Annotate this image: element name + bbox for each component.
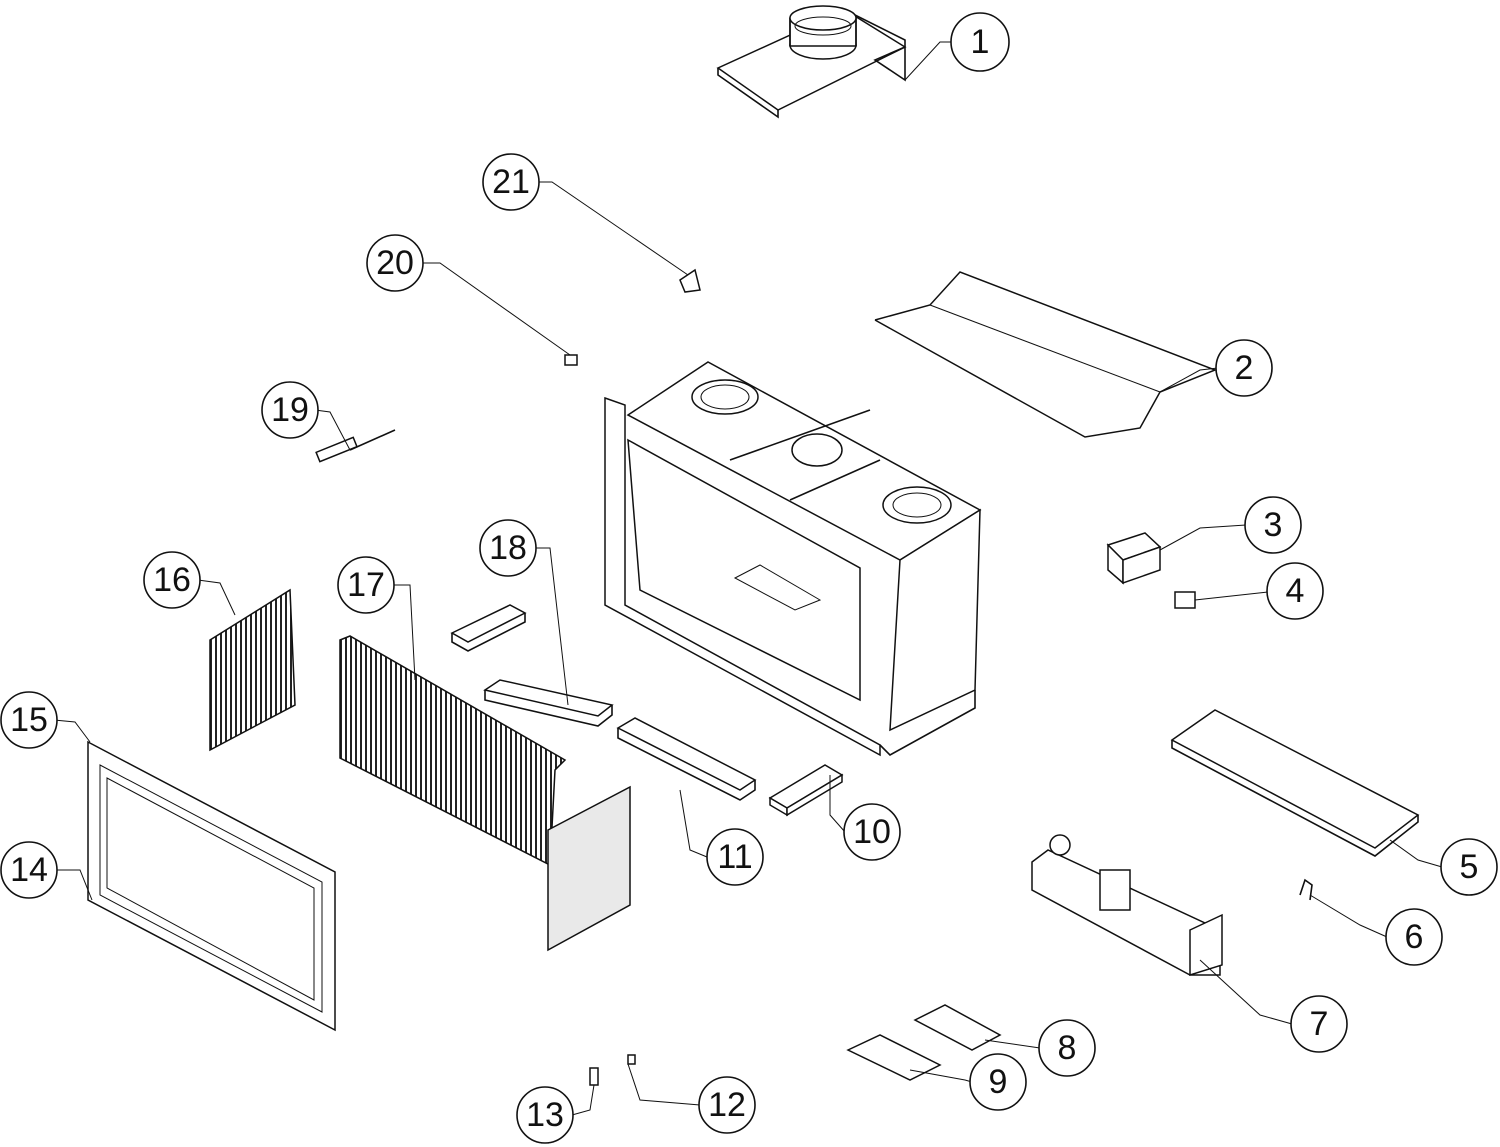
- part-flue-collar-plate: [716, 5, 907, 119]
- callout-1: 1: [950, 12, 1010, 72]
- part-firebox: [604, 361, 982, 757]
- svg-text:2: 2: [1235, 349, 1254, 387]
- part-18-log: [483, 679, 614, 727]
- part-10-log: [768, 764, 844, 817]
- part-16-side-panel: [209, 588, 296, 752]
- svg-text:18: 18: [489, 529, 527, 567]
- part-5-burner-tray: [1170, 709, 1420, 857]
- svg-text:16: 16: [153, 561, 191, 599]
- callout-13: 13: [516, 1086, 574, 1144]
- svg-text:4: 4: [1286, 572, 1305, 610]
- part-13-clip: [589, 1067, 599, 1086]
- part-11-log: [616, 717, 757, 801]
- callout-12: 12: [698, 1076, 756, 1134]
- part-small-log: [450, 604, 527, 652]
- svg-text:5: 5: [1460, 848, 1479, 886]
- svg-text:3: 3: [1264, 506, 1283, 544]
- callout-14: 14: [0, 841, 58, 899]
- part-20-sensor: [564, 354, 578, 366]
- callout-18: 18: [479, 519, 537, 577]
- callout-6: 6: [1385, 908, 1443, 966]
- svg-text:8: 8: [1058, 1029, 1077, 1067]
- part-top-shield: [874, 271, 1218, 438]
- callout-9: 9: [969, 1053, 1027, 1111]
- svg-text:15: 15: [10, 701, 48, 739]
- callout-19: 19: [261, 381, 319, 439]
- svg-text:14: 14: [10, 851, 48, 889]
- part-17-rear-panel: [339, 635, 567, 867]
- svg-text:13: 13: [526, 1096, 564, 1134]
- part-7-valve-assembly: [1031, 834, 1223, 977]
- callout-21: 21: [482, 153, 540, 211]
- part-19-rod: [315, 429, 396, 463]
- callout-15: 15: [0, 691, 58, 749]
- svg-text:9: 9: [989, 1063, 1008, 1101]
- svg-text:7: 7: [1310, 1005, 1329, 1043]
- callout-4: 4: [1266, 562, 1324, 620]
- part-3-box: [1106, 532, 1162, 585]
- svg-text:21: 21: [492, 163, 530, 201]
- svg-text:17: 17: [347, 566, 385, 604]
- svg-text:19: 19: [271, 391, 309, 429]
- part-4-cube: [1174, 591, 1196, 609]
- svg-text:10: 10: [853, 813, 891, 851]
- callout-17: 17: [337, 556, 395, 614]
- part-12-clip: [627, 1054, 636, 1065]
- part-14-glass-door: [87, 740, 336, 1032]
- callout-10: 10: [843, 803, 901, 861]
- part-8-sheet: [913, 1004, 1002, 1051]
- svg-text:1: 1: [971, 23, 990, 61]
- svg-text:11: 11: [717, 838, 752, 876]
- callout-3: 3: [1244, 496, 1302, 554]
- callout-20: 20: [366, 234, 424, 292]
- callout-7: 7: [1290, 995, 1348, 1053]
- callout-5: 5: [1440, 838, 1498, 896]
- callout-8: 8: [1038, 1019, 1096, 1077]
- svg-text:12: 12: [708, 1086, 746, 1124]
- part-9-sheet: [846, 1034, 942, 1081]
- callout-2: 2: [1215, 339, 1273, 397]
- callout-11: 11: [706, 828, 764, 886]
- leader-lines: [53, 41, 1443, 1116]
- part-side-block: [547, 785, 631, 952]
- svg-text:20: 20: [376, 244, 414, 282]
- callout-16: 16: [143, 551, 201, 609]
- part-6-clip: [1299, 878, 1313, 901]
- svg-text:6: 6: [1405, 918, 1424, 956]
- part-21-bracket: [679, 268, 701, 293]
